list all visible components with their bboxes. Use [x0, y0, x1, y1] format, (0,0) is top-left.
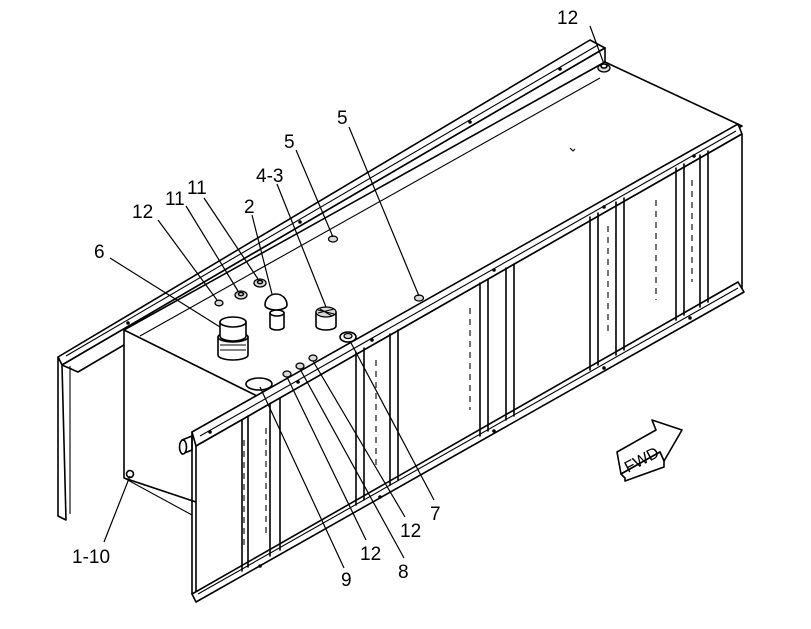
callout-labels: 12 5 5 4-3 11 11 2 12 6 1-10 9 12 8 12 7: [72, 8, 578, 591]
callout-5-a: 5: [284, 132, 295, 153]
fitting-12-bottom: [282, 370, 292, 378]
callout-11-a: 11: [165, 189, 185, 210]
flange-holes: [208, 154, 696, 568]
callout-7: 7: [430, 504, 441, 525]
cover-plate-9: [245, 377, 273, 391]
callout-12-top: 12: [557, 8, 578, 29]
sender-unit-4-3: [315, 306, 337, 331]
callout-11-b: 11: [187, 178, 207, 199]
fitting-7: [339, 331, 357, 343]
callout-4-3: 4-3: [256, 166, 283, 187]
front-side-frame: [191, 123, 745, 603]
callout-12-right: 12: [400, 521, 421, 542]
callout-9: 9: [341, 570, 352, 591]
hidden-slots: [243, 180, 693, 545]
fwd-arrow: FWD: [616, 419, 683, 482]
fitting-12-top: [597, 63, 611, 73]
vent-cap-2: [264, 293, 288, 331]
callout-12-bottom: 12: [360, 544, 381, 565]
tank-top-components: [214, 63, 611, 391]
fitting-12-left: [214, 299, 224, 307]
callout-6: 6: [94, 242, 105, 263]
frame-stiffeners: [241, 150, 709, 572]
filler-cap-6: [217, 316, 249, 361]
fitting-8: [295, 362, 305, 370]
callout-8: 8: [398, 562, 409, 583]
callout-5-b: 5: [337, 108, 348, 129]
callout-1-10: 1-10: [72, 547, 110, 568]
fitting-12-right: [308, 354, 318, 362]
callout-12-left: 12: [132, 202, 153, 223]
leader-lines: [103, 25, 605, 569]
callout-2: 2: [244, 197, 255, 218]
